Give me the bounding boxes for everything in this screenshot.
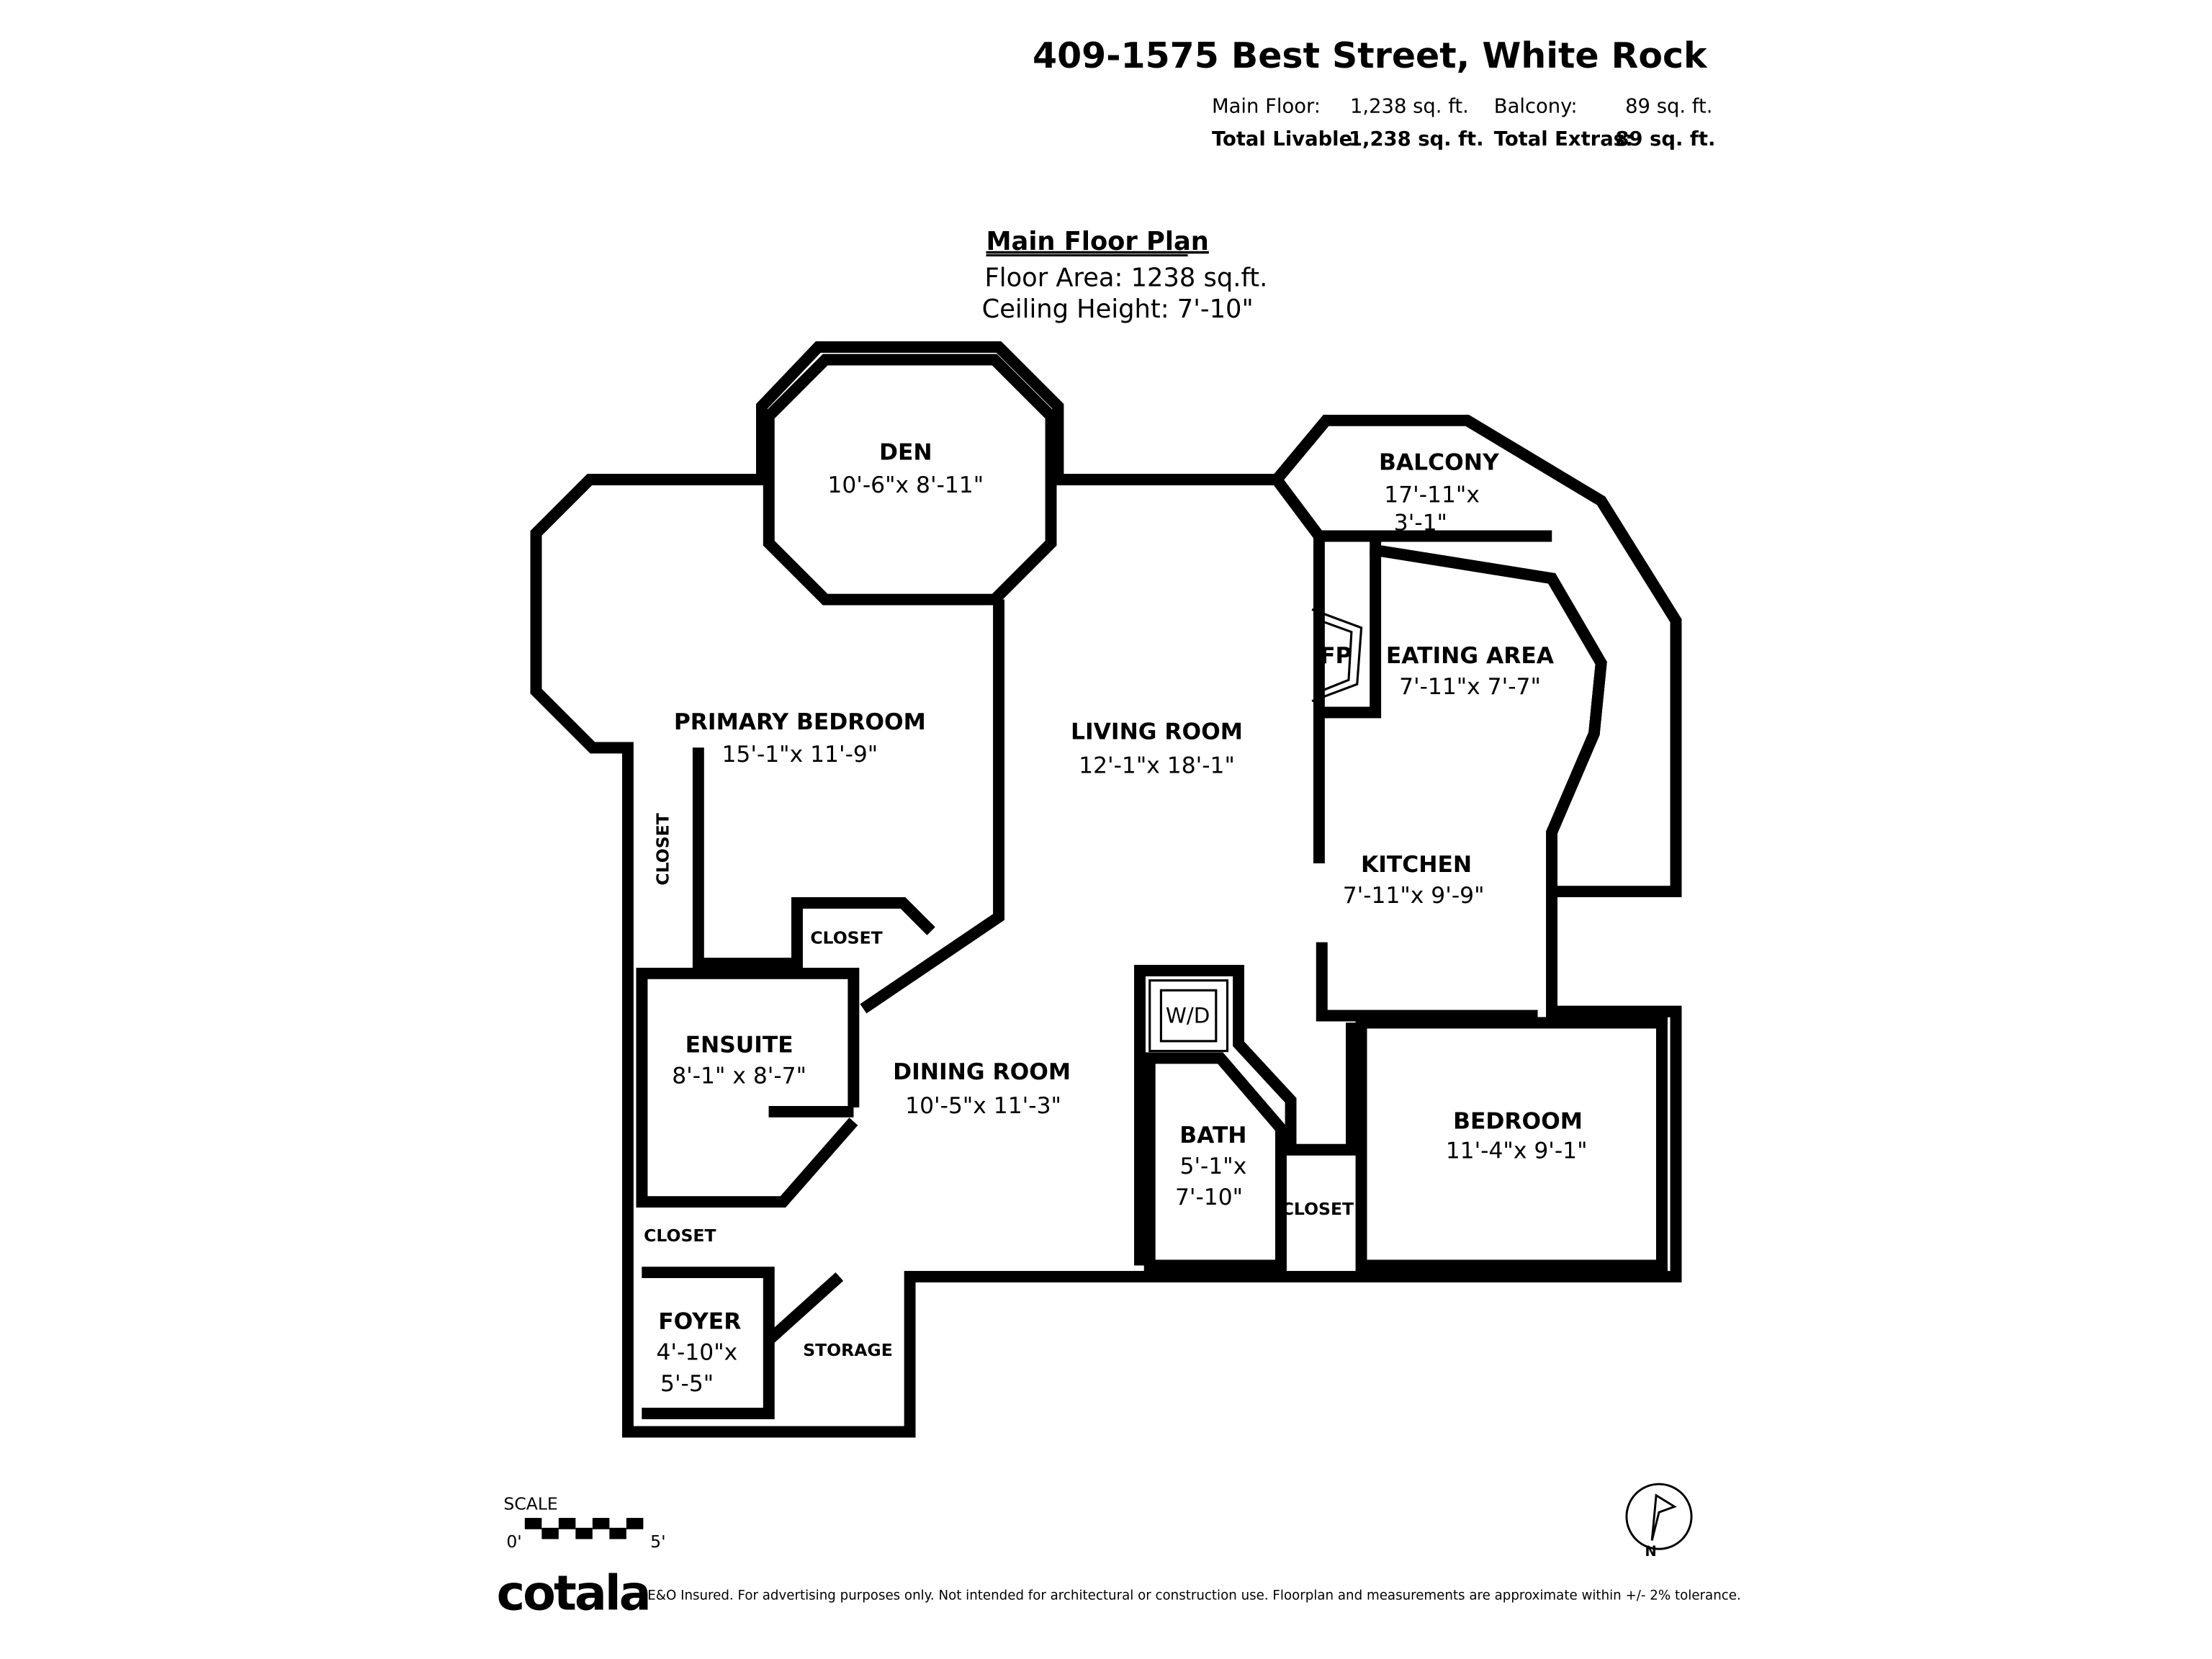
balcony-value: 89 sq. ft. <box>1625 96 1712 118</box>
balcony-label: Balcony: <box>1494 96 1578 118</box>
cotala-logo: cotala <box>497 1565 649 1621</box>
washer-dryer-icon <box>1148 979 1229 1053</box>
bedroom-dims: 11'-4"x 9'-1" <box>1446 1138 1588 1164</box>
scale-label: SCALE <box>503 1493 557 1514</box>
ensuite-label: ENSUITE <box>685 1033 793 1058</box>
balcony-dims-2: 3'-1" <box>1394 511 1447 536</box>
north-compass-icon: N <box>1625 1483 1693 1560</box>
total-livable-label: Total Livable: <box>1212 128 1360 150</box>
dining-room-dims: 10'-5"x 11'-3" <box>905 1093 1061 1119</box>
total-livable-value: 1,238 sq. ft. <box>1349 128 1484 150</box>
main-floor-value: 1,238 sq. ft. <box>1350 96 1469 118</box>
scale-end: 5' <box>650 1532 665 1552</box>
storage-label: STORAGE <box>803 1340 893 1360</box>
balcony-dims-1: 17'-11"x <box>1384 482 1480 508</box>
total-extras-value: 89 sq. ft. <box>1615 128 1715 150</box>
disclaimer: E&O Insured. For advertising purposes on… <box>647 1588 1741 1604</box>
balcony-label: BALCONY <box>1379 449 1499 475</box>
foyer-dims-2: 5'-5" <box>660 1371 714 1397</box>
address-title: 409-1575 Best Street, White Rock <box>1033 35 1708 76</box>
closet-left-label: CLOSET <box>653 813 673 885</box>
eating-area-dims: 7'-11"x 7'-7" <box>1399 674 1541 700</box>
bath-dims-2: 7'-10" <box>1175 1184 1243 1210</box>
fireplace-label: FP <box>1320 643 1352 669</box>
bedroom-label: BEDROOM <box>1453 1108 1583 1134</box>
plan-title: Main Floor Plan <box>986 227 1208 256</box>
primary-bedroom-dims: 15'-1"x 11'-9" <box>721 742 878 768</box>
closet-primary-label: CLOSET <box>810 928 882 948</box>
foyer-dims-1: 4'-10"x <box>657 1340 738 1366</box>
den-label: DEN <box>879 440 932 466</box>
primary-bedroom-label: PRIMARY BEDROOM <box>674 709 926 735</box>
kitchen-dims: 7'-11"x 9'-9" <box>1343 883 1485 909</box>
eating-area-label: EATING AREA <box>1386 643 1555 669</box>
kitchen-label: KITCHEN <box>1361 852 1472 878</box>
wd-label: W/D <box>1166 1003 1210 1028</box>
ceiling-height: Ceiling Height: 7'-10" <box>982 295 1254 324</box>
scale-bar-icon <box>524 1518 644 1539</box>
living-room-dims: 12'-1"x 18'-1" <box>1079 753 1235 779</box>
fireplace-icon <box>1311 608 1363 703</box>
scale-start: 0' <box>506 1532 521 1552</box>
closet-foyer-label: CLOSET <box>644 1226 716 1246</box>
foyer-label: FOYER <box>658 1309 741 1335</box>
ensuite-dims: 8'-1" x 8'-7" <box>672 1064 806 1089</box>
living-room-label: LIVING ROOM <box>1071 719 1243 745</box>
dining-room-label: DINING ROOM <box>893 1059 1071 1085</box>
total-extras-label: Total Extras: <box>1494 128 1633 150</box>
closet-bath-label: CLOSET <box>1282 1199 1354 1219</box>
den-dims: 10'-6"x 8'-11" <box>827 472 984 498</box>
bath-label: BATH <box>1179 1123 1246 1148</box>
bath-dims-1: 5'-1"x <box>1180 1154 1247 1179</box>
main-floor-label: Main Floor: <box>1212 96 1321 118</box>
compass-north-label: N <box>1645 1543 1656 1560</box>
floor-area: Floor Area: 1238 sq.ft. <box>985 264 1268 293</box>
